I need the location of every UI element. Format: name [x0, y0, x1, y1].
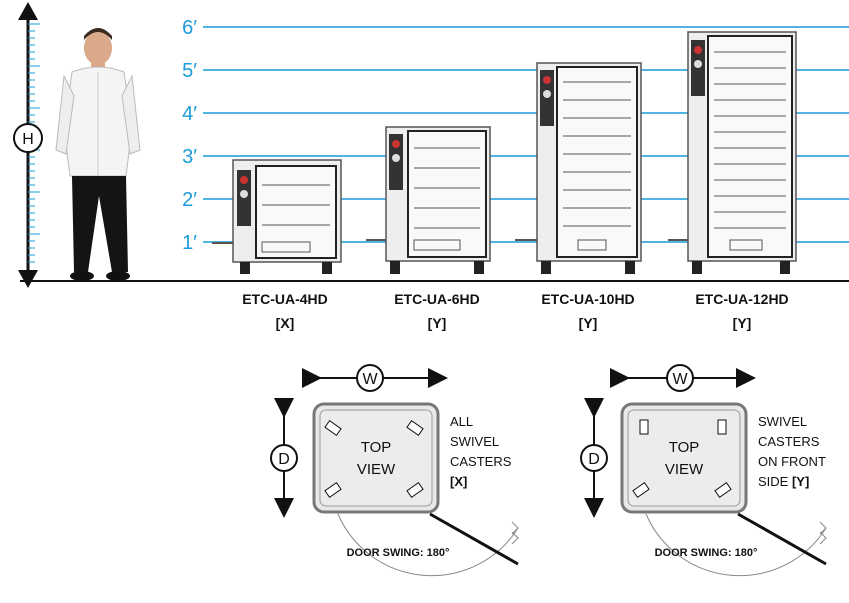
model-caster-12hd: [Y] — [733, 315, 752, 331]
caster-note-line-1: ALL — [450, 414, 473, 429]
cabinet-etc-ua-6hd — [366, 126, 491, 274]
depth-marker: D — [278, 451, 290, 468]
height-ruler: H — [13, 2, 43, 288]
caster-note-line-2: CASTERS — [758, 434, 820, 449]
cabinet-etc-ua-4hd — [212, 159, 342, 274]
caster-note-line-1: SWIVEL — [758, 414, 807, 429]
scale-label-1ft: 1′ — [182, 232, 197, 254]
top-view-swivel-front: W D TOP VIEW DOOR SWING: 180° SWIVEL CAS… — [580, 364, 827, 577]
door-swing-label: DOOR SWING: 180° — [347, 547, 450, 559]
model-labels: ETC-UA-4HD [X] ETC-UA-6HD [Y] ETC-UA-10H… — [242, 291, 788, 331]
scale-label-2ft: 2′ — [182, 189, 197, 211]
model-name-4hd: ETC-UA-4HD — [242, 291, 328, 307]
scale-label-4ft: 4′ — [182, 103, 197, 125]
top-view-label-1: TOP — [361, 439, 392, 456]
top-view-swivel-all: W D TOP VIEW DOOR SWING: 180° ALL SWIVEL… — [270, 364, 519, 577]
caster-note-line-2: SWIVEL — [450, 434, 499, 449]
top-view-label-1: TOP — [669, 439, 700, 456]
model-caster-6hd: [Y] — [428, 315, 447, 331]
door-swing-label: DOOR SWING: 180° — [655, 547, 758, 559]
caster-note-line-3: ON FRONT — [758, 454, 826, 469]
caster-note-line-4: SIDE [Y] — [758, 474, 809, 489]
caster-note-line-3: CASTERS — [450, 454, 512, 469]
width-marker: W — [672, 371, 688, 388]
depth-marker: D — [588, 451, 600, 468]
height-marker-circle — [13, 123, 43, 153]
model-caster-4hd: [X] — [276, 315, 295, 331]
width-marker: W — [362, 371, 378, 388]
scale-label-6ft: 6′ — [182, 17, 197, 39]
chef-figure — [55, 28, 141, 281]
scale-label-3ft: 3′ — [182, 146, 197, 168]
top-view-label-2: VIEW — [357, 461, 396, 478]
model-name-6hd: ETC-UA-6HD — [394, 291, 480, 307]
caster-tag: [Y] — [792, 474, 809, 489]
height-marker: H — [22, 131, 34, 148]
scale-label-5ft: 5′ — [182, 60, 197, 82]
cabinet-etc-ua-12hd — [668, 31, 797, 274]
model-name-12hd: ETC-UA-12HD — [695, 291, 788, 307]
top-view-label-2: VIEW — [665, 461, 704, 478]
caster-tag: [X] — [450, 474, 467, 489]
caster-note-side: SIDE — [758, 474, 789, 489]
model-caster-10hd: [Y] — [579, 315, 598, 331]
cabinet-etc-ua-10hd — [515, 62, 642, 274]
model-name-10hd: ETC-UA-10HD — [541, 291, 634, 307]
